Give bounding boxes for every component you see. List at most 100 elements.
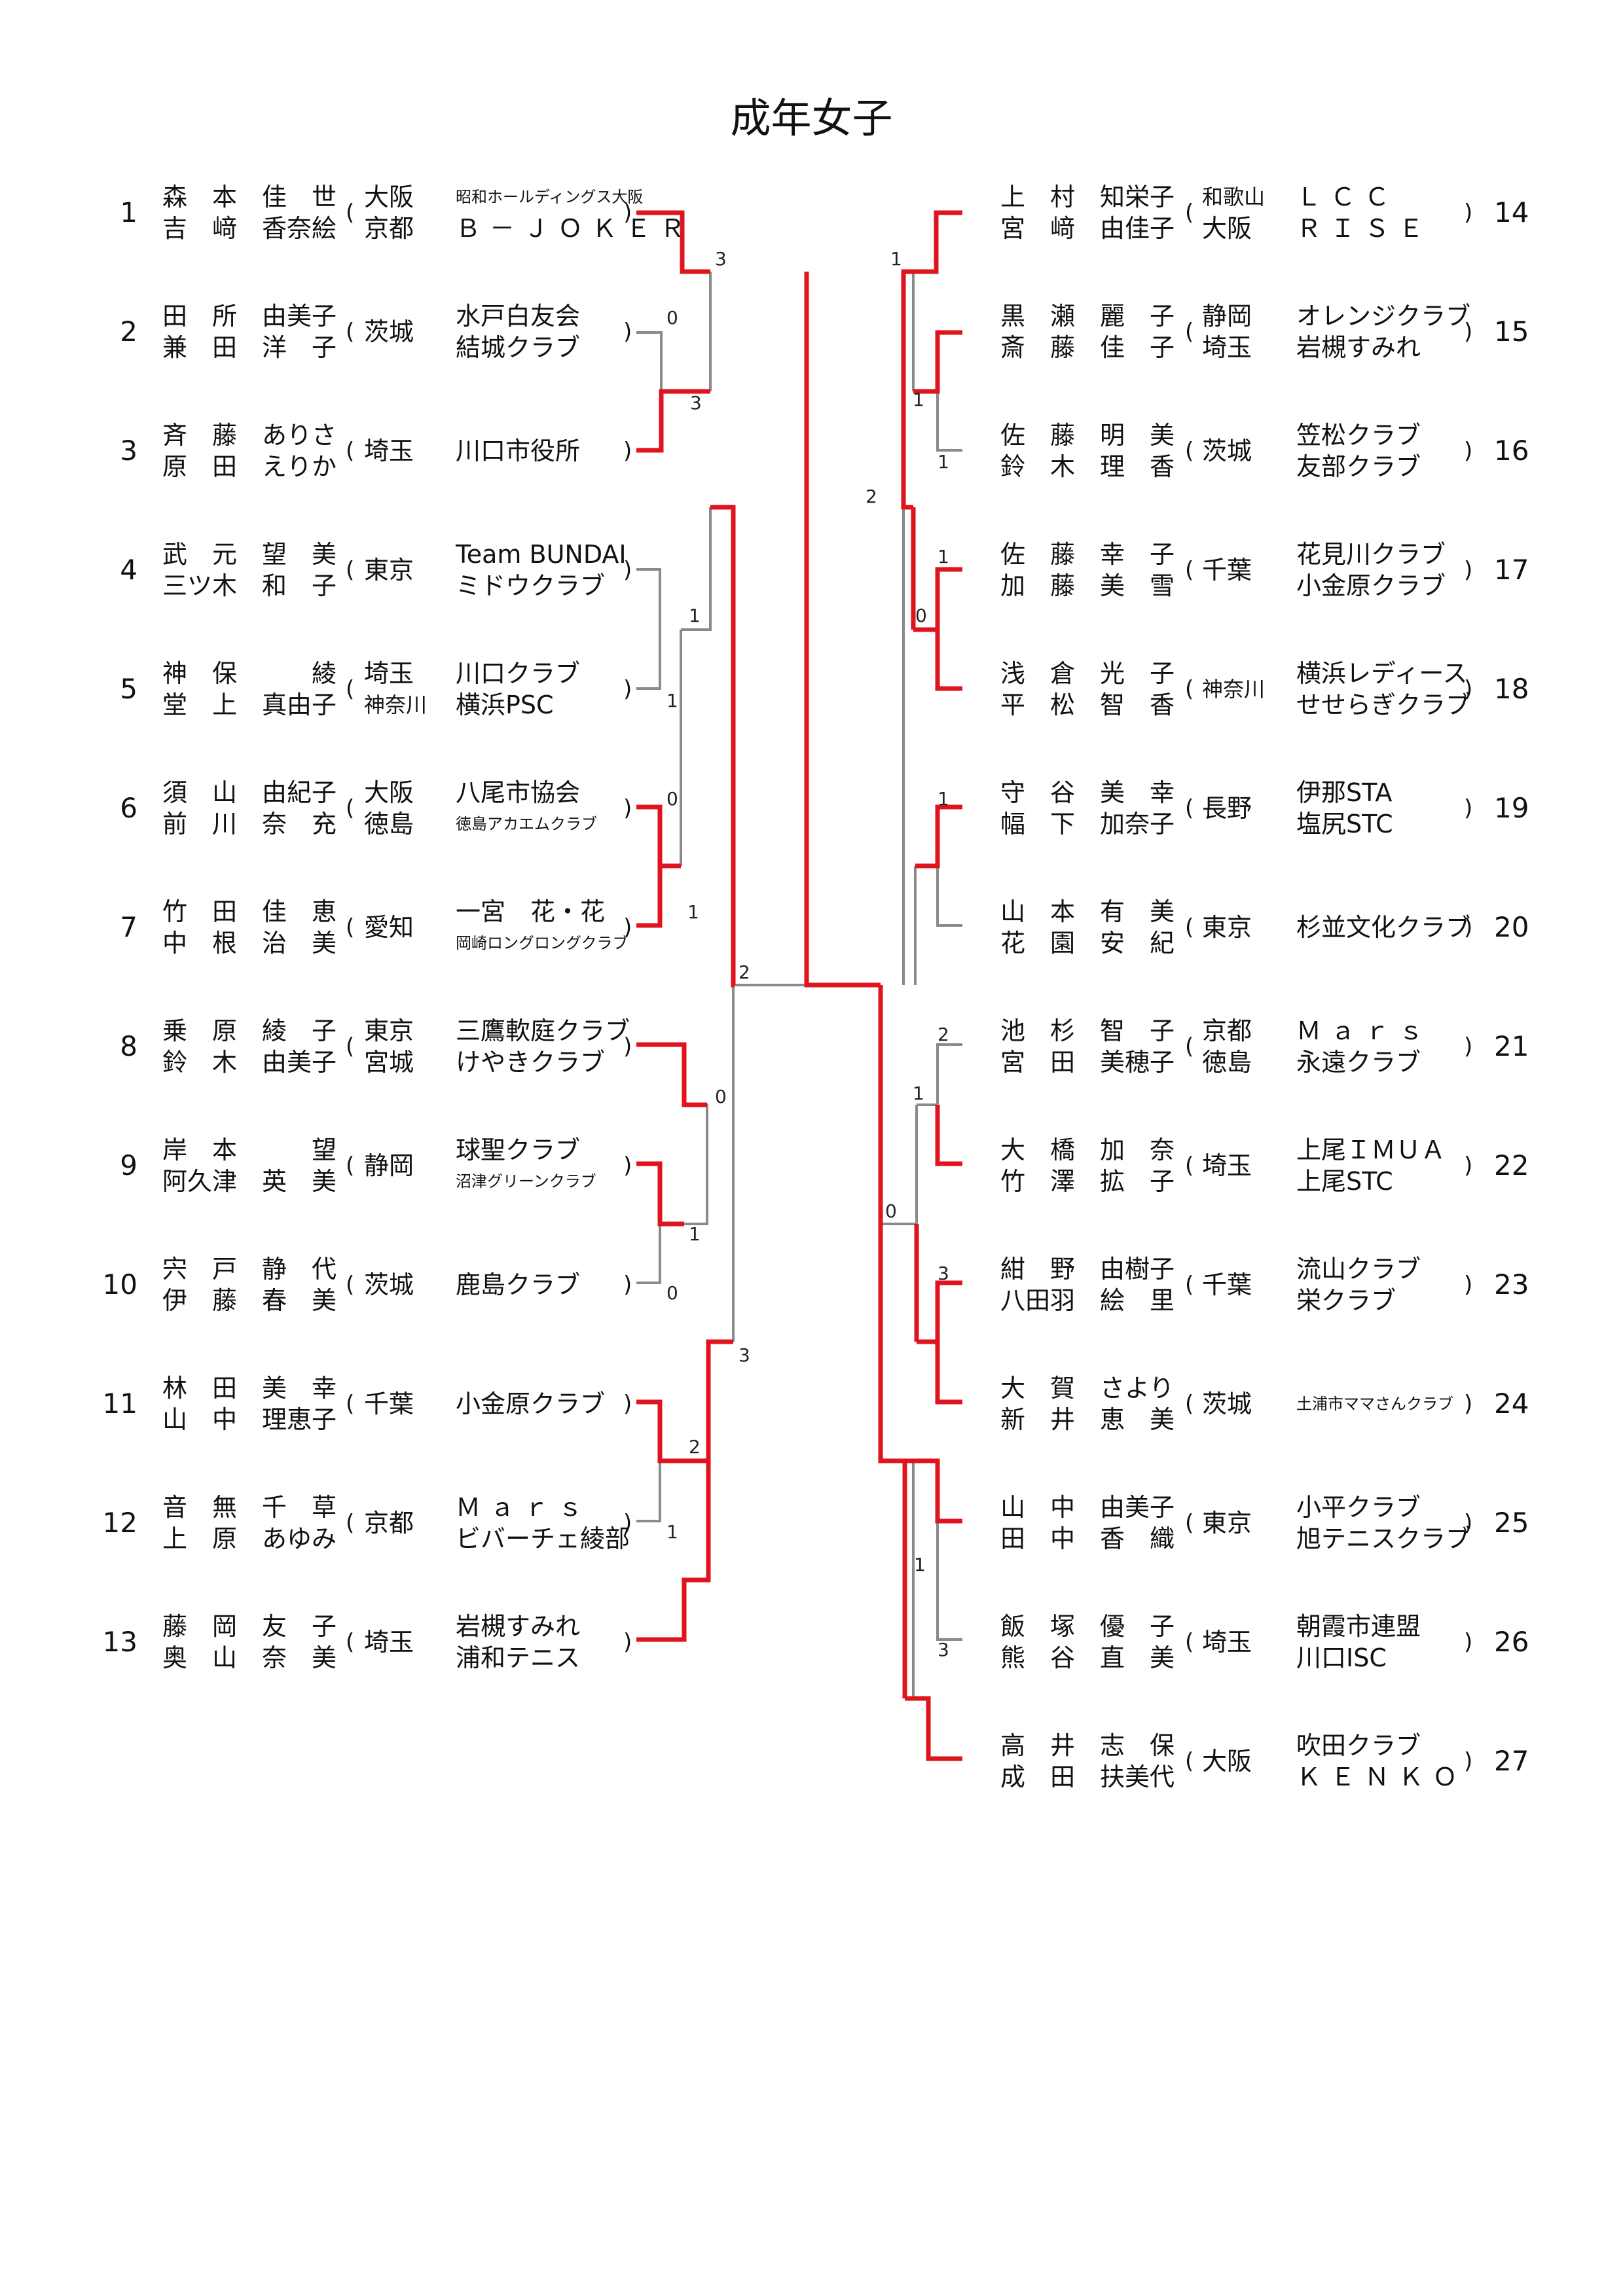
prefecture: 埼玉 — [364, 659, 414, 688]
open-paren: ( — [1185, 557, 1194, 583]
club-name: 栄クラブ — [1296, 1286, 1396, 1315]
entry-number: 18 — [1494, 673, 1529, 705]
prefecture: 東京 — [1202, 1509, 1252, 1537]
entry-number: 23 — [1494, 1268, 1529, 1300]
winner-line — [913, 1458, 962, 1524]
club-name: 永遠クラブ — [1296, 1048, 1421, 1077]
match-score: 0 — [885, 1200, 897, 1222]
player-name: 乗 原 綾 子 — [162, 1016, 337, 1045]
close-paren: ) — [1464, 319, 1473, 345]
prefecture: 埼玉 — [1202, 333, 1252, 362]
open-paren: ( — [1185, 1391, 1194, 1417]
prefecture: 和歌山 — [1202, 185, 1266, 209]
player-name: 上 村 知栄子 — [1000, 183, 1175, 211]
match-score: 1 — [689, 1223, 701, 1245]
player-name: 紺 野 由樹子 — [1000, 1255, 1175, 1283]
close-paren: ) — [1464, 795, 1473, 821]
prefecture: 静岡 — [1202, 302, 1252, 331]
close-paren: ) — [1464, 1153, 1473, 1179]
match-score: 1 — [938, 546, 949, 567]
close-paren: ) — [623, 795, 632, 821]
entry-number: 6 — [120, 792, 137, 824]
club-name: 八尾市協会 — [456, 778, 581, 807]
player-name: 三ツ木 和 子 — [162, 571, 337, 600]
club-name: 流山クラブ — [1296, 1255, 1421, 1283]
player-name: 鈴 木 理 香 — [1000, 452, 1175, 481]
player-name: 大 橋 加 奈 — [1000, 1136, 1175, 1164]
winner-line — [917, 1280, 962, 1344]
open-paren: ( — [1185, 1272, 1194, 1298]
club-name: せせらぎクラブ — [1296, 691, 1471, 719]
winner-line — [913, 567, 962, 632]
winner-line — [636, 1042, 707, 1107]
prefecture: 茨城 — [364, 317, 414, 346]
entry-number: 17 — [1494, 554, 1529, 586]
page-title: 成年女子 — [730, 94, 893, 142]
match-score: 0 — [666, 788, 678, 810]
prefecture: 東京 — [364, 556, 414, 584]
prefecture: 茨城 — [1202, 437, 1252, 465]
open-paren: ( — [1185, 1510, 1194, 1536]
entry-number: 5 — [120, 673, 137, 705]
player-name: 山 中 由美子 — [1000, 1493, 1175, 1522]
entry-number: 14 — [1494, 196, 1529, 228]
prefecture: 埼玉 — [364, 437, 414, 465]
prefecture: 大阪 — [364, 183, 414, 211]
winner-line — [915, 804, 962, 869]
match-score: 1 — [666, 690, 678, 711]
open-paren: ( — [1185, 1033, 1194, 1060]
player-name: 山 本 有 美 — [1000, 897, 1175, 926]
entry-number: 26 — [1494, 1626, 1529, 1658]
entry-number: 24 — [1494, 1388, 1529, 1420]
close-paren: ) — [623, 438, 632, 464]
player-name: 幅 下 加奈子 — [1000, 810, 1175, 838]
bracket-line — [681, 507, 712, 631]
club-name: 小金原クラブ — [1296, 571, 1446, 600]
close-paren: ) — [1464, 200, 1473, 226]
prefecture: 京都 — [1202, 1016, 1252, 1045]
match-score: 2 — [689, 1436, 701, 1458]
bracket-line — [636, 1461, 661, 1522]
entry-number: 10 — [102, 1268, 137, 1300]
player-name: 池 杉 智 子 — [1000, 1016, 1175, 1045]
player-name: 吉 﨑 香奈絵 — [162, 214, 337, 243]
player-name: 斉 藤 ありさ — [162, 421, 337, 450]
entry-number: 20 — [1494, 911, 1529, 943]
club-name: 川口クラブ — [456, 659, 581, 688]
bracket-line — [684, 1103, 708, 1225]
winner-line — [913, 210, 962, 274]
club-name: 三鷹軟庭クラブ — [456, 1016, 630, 1045]
entry-number: 27 — [1494, 1745, 1529, 1777]
club-name: 上尾STC — [1296, 1167, 1393, 1196]
player-name: 田 中 香 織 — [1000, 1524, 1175, 1553]
player-name: 守 谷 美 幸 — [1000, 778, 1175, 807]
winner-line — [636, 804, 681, 869]
close-paren: ) — [623, 676, 632, 702]
winner-line — [935, 1105, 962, 1166]
club-name: 吹田クラブ — [1296, 1731, 1421, 1760]
prefecture: 千葉 — [364, 1390, 414, 1418]
match-score: 1 — [890, 248, 902, 270]
open-paren: ( — [1185, 200, 1194, 226]
entry-number: 16 — [1494, 435, 1529, 467]
player-name: 浅 倉 光 子 — [1000, 659, 1175, 688]
close-paren: ) — [1464, 1272, 1473, 1298]
close-paren: ) — [623, 1629, 632, 1655]
bracket-line — [936, 1461, 962, 1641]
entry-number: 3 — [120, 435, 137, 467]
prefecture: 京都 — [364, 214, 414, 243]
close-paren: ) — [623, 319, 632, 345]
club-name: けやきクラブ — [456, 1048, 606, 1077]
prefecture: 東京 — [364, 1016, 414, 1045]
club-name: 水戸白友会 — [456, 302, 581, 331]
player-name: 田 所 由美子 — [162, 302, 337, 331]
player-name: 八田羽 絵 里 — [1000, 1286, 1175, 1315]
player-name: 奥 山 奈 美 — [162, 1643, 337, 1672]
close-paren: ) — [1464, 557, 1473, 583]
player-name: 新 井 恵 美 — [1000, 1405, 1175, 1434]
club-name: 球聖クラブ — [456, 1136, 581, 1164]
open-paren: ( — [346, 1153, 355, 1179]
club-name: 横浜レディース — [1296, 659, 1468, 688]
prefecture: 千葉 — [1202, 1270, 1252, 1299]
player-name: 伊 藤 春 美 — [162, 1286, 337, 1315]
